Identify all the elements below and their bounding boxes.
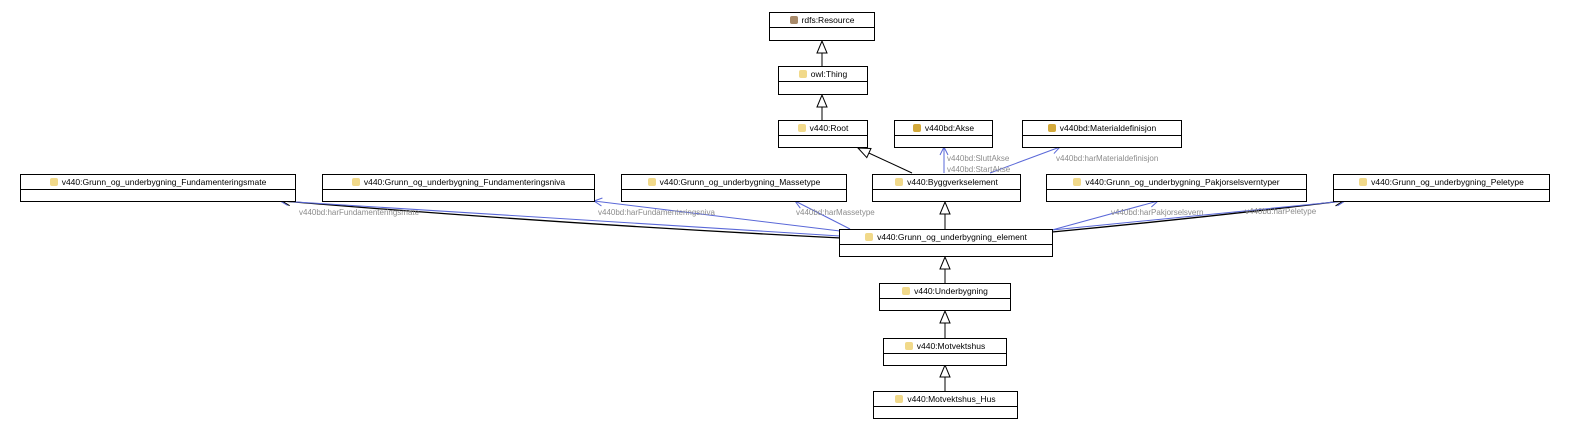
edge-har-materialdefinisjon	[989, 147, 1060, 174]
node-v440-motvektshus-hus[interactable]: v440:Motvektshus_Hus	[873, 391, 1018, 419]
node-v440-root[interactable]: v440:Root	[778, 120, 868, 148]
edge-label-har-fundamenteringsniva: v440bd:harFundamenteringsniva	[598, 208, 715, 217]
node-label: v440:Grunn_og_underbygning_Pakjorselsver…	[1085, 177, 1280, 187]
edge-har-massetype	[795, 201, 851, 230]
edge-label-slutt-akse: v440bd:SluttAkse	[947, 154, 1010, 163]
node-label: rdfs:Resource	[801, 15, 855, 25]
node-label: v440:Underbygning	[914, 286, 988, 296]
class-icon	[798, 70, 807, 78]
class-icon	[865, 233, 874, 241]
node-label: v440:Motvektshus	[916, 341, 986, 351]
class-icon	[351, 178, 360, 186]
datatype-icon	[1047, 124, 1056, 132]
node-label: v440:Grunn_og_underbygning_Fundamenterin…	[363, 177, 566, 187]
edge-har-fundamenteringsniva	[594, 201, 841, 232]
node-fundamenteringsmate[interactable]: v440:Grunn_og_underbygning_Fundamenterin…	[20, 174, 296, 202]
edge-label-har-massetype: v440bd:harMassetype	[796, 208, 875, 217]
edge-element-to-fundmate-black	[282, 201, 842, 239]
class-icon	[49, 178, 58, 186]
node-label: v440:Root	[809, 123, 849, 133]
node-label: v440bd:Materialdefinisjon	[1059, 123, 1157, 133]
edge-byggverk-to-root	[858, 148, 913, 174]
node-label: v440:Byggverkselement	[907, 177, 998, 187]
node-label: v440:Grunn_og_underbygning_Fundamenterin…	[61, 177, 267, 187]
node-peletype[interactable]: v440:Grunn_og_underbygning_Peletype	[1333, 174, 1550, 202]
node-label: v440:Grunn_og_underbygning_Peletype	[1371, 177, 1524, 187]
class-icon	[902, 287, 911, 295]
resource-icon	[789, 16, 798, 24]
node-v440bd-materialdefinisjon[interactable]: v440bd:Materialdefinisjon	[1022, 120, 1182, 148]
class-icon	[647, 178, 656, 186]
node-v440-byggverkselement[interactable]: v440:Byggverkselement	[872, 174, 1021, 202]
node-label: v440:Grunn_og_underbygning_element	[877, 232, 1027, 242]
edge-har-pakjorselsvern	[1051, 201, 1158, 231]
edge-label-har-pakjorselsvern: v440bd:harPakjorselsvern	[1111, 208, 1204, 217]
node-pakjorselsverntyper[interactable]: v440:Grunn_og_underbygning_Pakjorselsver…	[1046, 174, 1307, 202]
edge-label-har-fundamenteringsmate: v440bd:harFundamenteringsmate	[299, 208, 420, 217]
datatype-icon	[912, 124, 921, 132]
node-v440-motvektshus[interactable]: v440:Motvektshus	[883, 338, 1007, 366]
class-icon	[1073, 178, 1082, 186]
node-label: owl:Thing	[810, 69, 848, 79]
edge-har-peletype	[1051, 201, 1345, 231]
class-icon	[904, 342, 913, 350]
node-fundamenteringsniva[interactable]: v440:Grunn_og_underbygning_Fundamenterin…	[322, 174, 595, 202]
node-owl-thing[interactable]: owl:Thing	[778, 66, 868, 95]
edge-label-har-materialdefinisjon: v440bd:harMaterialdefinisjon	[1056, 154, 1159, 163]
class-icon	[895, 178, 904, 186]
class-icon	[1359, 178, 1368, 186]
node-label: v440bd:Akse	[924, 123, 975, 133]
edge-label-har-peletype: v440bd:harPeletype	[1245, 207, 1317, 216]
node-v440bd-akse[interactable]: v440bd:Akse	[894, 120, 993, 148]
edge-har-fundamenteringsmate	[280, 201, 841, 237]
edge-label-start-akse: v440bd:StartAkse	[947, 165, 1011, 174]
node-massetype[interactable]: v440:Grunn_og_underbygning_Massetype	[621, 174, 847, 202]
class-icon	[797, 124, 806, 132]
node-rdfs-resource[interactable]: rdfs:Resource	[769, 12, 875, 41]
node-v440-underbygning[interactable]: v440:Underbygning	[879, 283, 1011, 311]
node-label: v440:Motvektshus_Hus	[907, 394, 996, 404]
node-grunn-og-underbygning-element[interactable]: v440:Grunn_og_underbygning_element	[839, 229, 1053, 257]
node-label: v440:Grunn_og_underbygning_Massetype	[659, 177, 821, 187]
class-icon	[895, 395, 904, 403]
